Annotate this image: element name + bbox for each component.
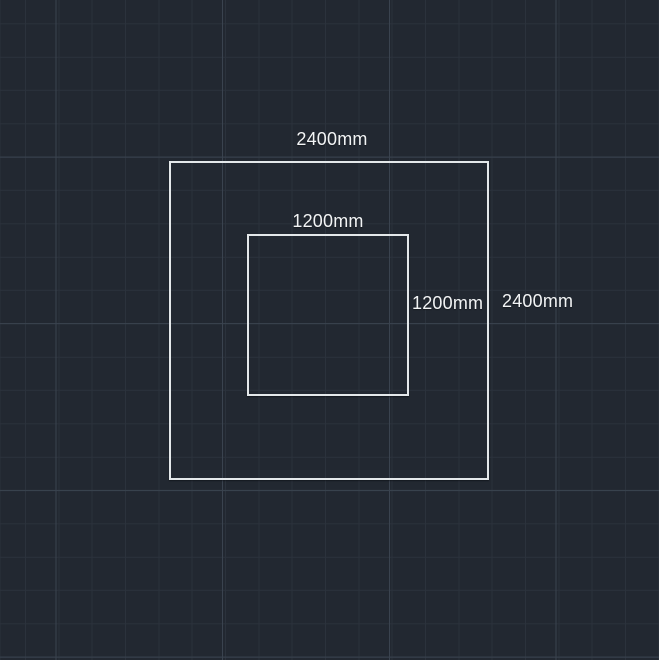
inner-rectangle[interactable]: [247, 234, 409, 396]
outer-height-dimension-label: 2400mm: [502, 291, 574, 311]
outer-width-dimension-label: 2400mm: [296, 129, 368, 149]
outer-rectangle[interactable]: [169, 161, 489, 480]
inner-height-dimension-label: 1200mm: [412, 293, 484, 313]
inner-width-dimension-label: 1200mm: [292, 211, 364, 231]
